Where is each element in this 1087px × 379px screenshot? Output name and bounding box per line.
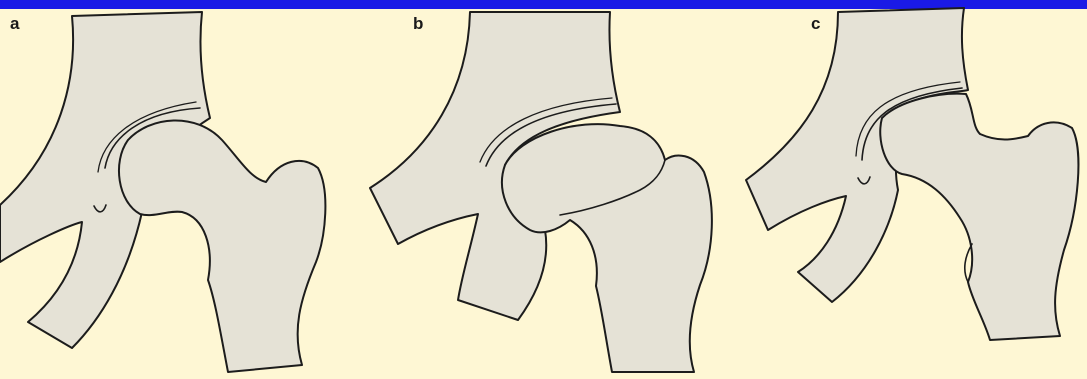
panel-c-femur: [880, 94, 1078, 340]
panel-c-drawing: [746, 8, 1078, 340]
panel-label-a: a: [10, 15, 19, 32]
panel-label-c: c: [811, 15, 820, 32]
panel-a-drawing: [0, 12, 325, 372]
panel-label-b: b: [413, 15, 423, 32]
panel-b-drawing: [370, 12, 712, 372]
panel-a-femur: [119, 120, 325, 372]
